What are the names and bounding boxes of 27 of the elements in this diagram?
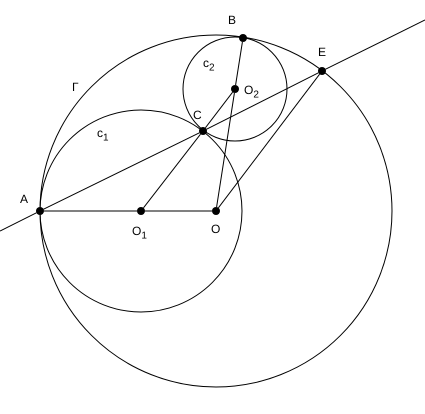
point-label: C (193, 108, 202, 122)
line-segment (43, 132, 200, 210)
line-segment (218, 74, 320, 208)
point-dot (212, 207, 220, 215)
circle-label: Γ (72, 80, 79, 94)
line-segment (235, 42, 243, 86)
point-label: B (228, 13, 236, 27)
circle-label: c$_{1}$ (97, 126, 109, 146)
point-dot (36, 207, 44, 215)
point-label: E (318, 45, 326, 59)
line-segment (206, 72, 319, 130)
point-dot (231, 85, 239, 93)
line-segment (0, 212, 37, 232)
circle-label: c$_{2}$ (203, 56, 215, 76)
line-segment (325, 20, 425, 70)
point-label: O (211, 222, 220, 236)
line-segment (44, 210, 138, 212)
point-dot (318, 67, 326, 75)
line-segment (216, 92, 235, 208)
point-label: O$_{2}$ (244, 83, 259, 102)
line-segment (204, 92, 234, 128)
point-dot (137, 207, 145, 215)
line-segment (144, 210, 212, 212)
point-label: A (20, 192, 28, 206)
point-label: O$_{1}$ (132, 224, 147, 244)
line-segment (143, 134, 201, 208)
point-dot (239, 34, 247, 42)
